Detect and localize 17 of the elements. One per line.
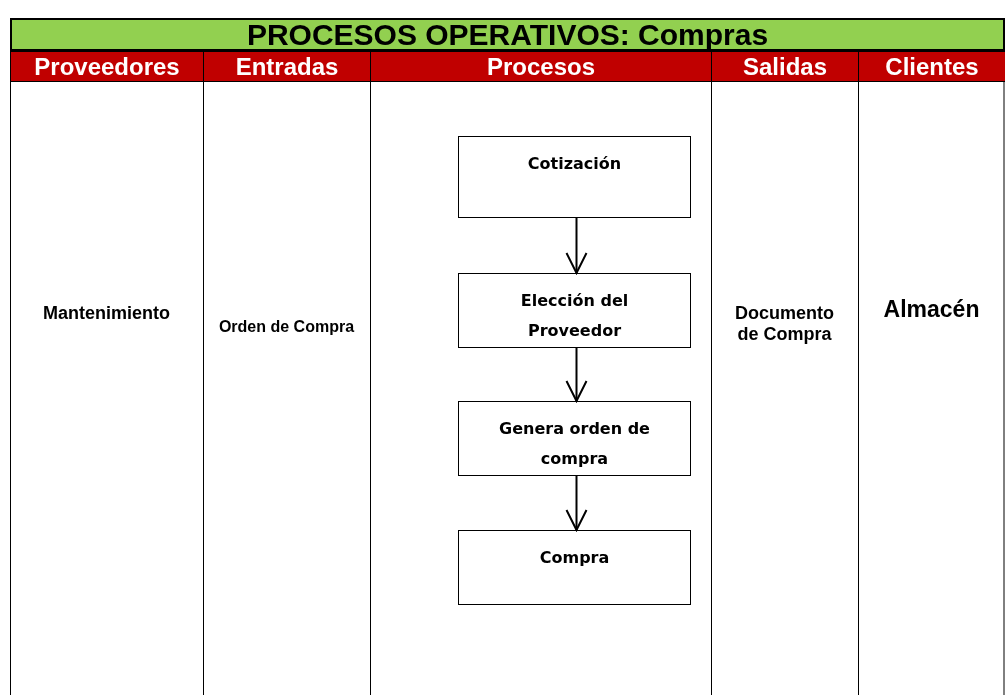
output-text: Documento de Compra bbox=[734, 303, 835, 345]
column-header: Proveedores bbox=[10, 51, 204, 82]
process-box: Genera orden de compra bbox=[458, 401, 691, 476]
column-header: Procesos bbox=[370, 51, 712, 82]
arrow bbox=[565, 475, 588, 531]
column-header: Entradas bbox=[203, 51, 371, 82]
input-text: Orden de Compra bbox=[217, 318, 356, 336]
table-title: PROCESOS OPERATIVOS: Compras bbox=[10, 18, 1005, 51]
client-text: Almacén bbox=[882, 296, 981, 323]
supplier-text: Mantenimiento bbox=[42, 303, 171, 324]
column-header: Salidas bbox=[711, 51, 859, 82]
arrow bbox=[565, 217, 588, 274]
process-box: Compra bbox=[458, 530, 691, 605]
arrow bbox=[565, 347, 588, 402]
process-box: Cotización bbox=[458, 136, 691, 218]
column-header: Clientes bbox=[858, 51, 1005, 82]
process-box: Elección del Proveedor bbox=[458, 273, 691, 348]
